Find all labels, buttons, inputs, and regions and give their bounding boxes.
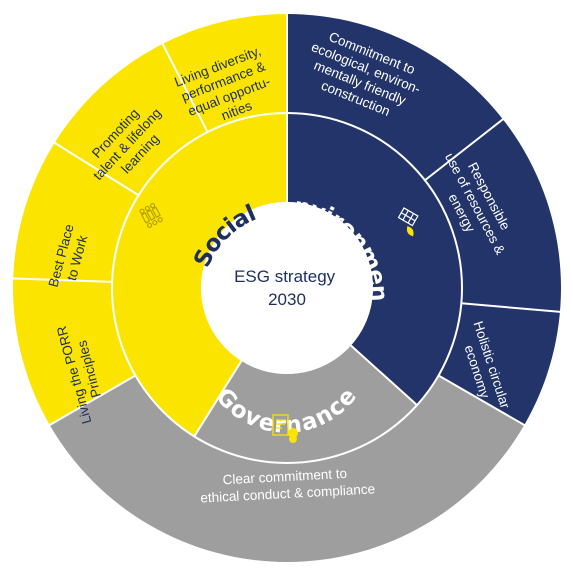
radial-divider <box>47 374 136 427</box>
item-line: Clear commitment to <box>222 466 347 487</box>
segment-dividers <box>11 12 563 464</box>
governance-inner-segment <box>194 345 418 463</box>
center-title-line2: 2030 <box>268 290 306 309</box>
radial-divider <box>438 374 527 427</box>
inner-ring <box>112 113 462 463</box>
outer-ring <box>12 14 561 562</box>
radial-divider <box>424 117 506 182</box>
solar-leaf-icon <box>397 207 419 237</box>
diversity-people-icon <box>139 203 163 228</box>
center-circle <box>201 202 373 374</box>
social-outer-segment <box>12 14 287 425</box>
radial-divider <box>193 360 243 437</box>
radial-divider <box>350 344 418 406</box>
environment-outer-segment <box>287 14 561 425</box>
radial-divider <box>160 41 209 133</box>
radial-divider <box>52 140 140 197</box>
social-inner-segment <box>112 113 287 437</box>
center-title: ESG strategy 2030 <box>234 267 340 309</box>
center-title-line1: ESG strategy <box>234 267 336 286</box>
compliance-checklist-icon <box>272 414 298 443</box>
governance-outer-segment <box>49 375 525 562</box>
environment-inner-segment <box>287 113 462 406</box>
radial-divider <box>11 277 113 283</box>
radial-divider <box>461 302 563 314</box>
